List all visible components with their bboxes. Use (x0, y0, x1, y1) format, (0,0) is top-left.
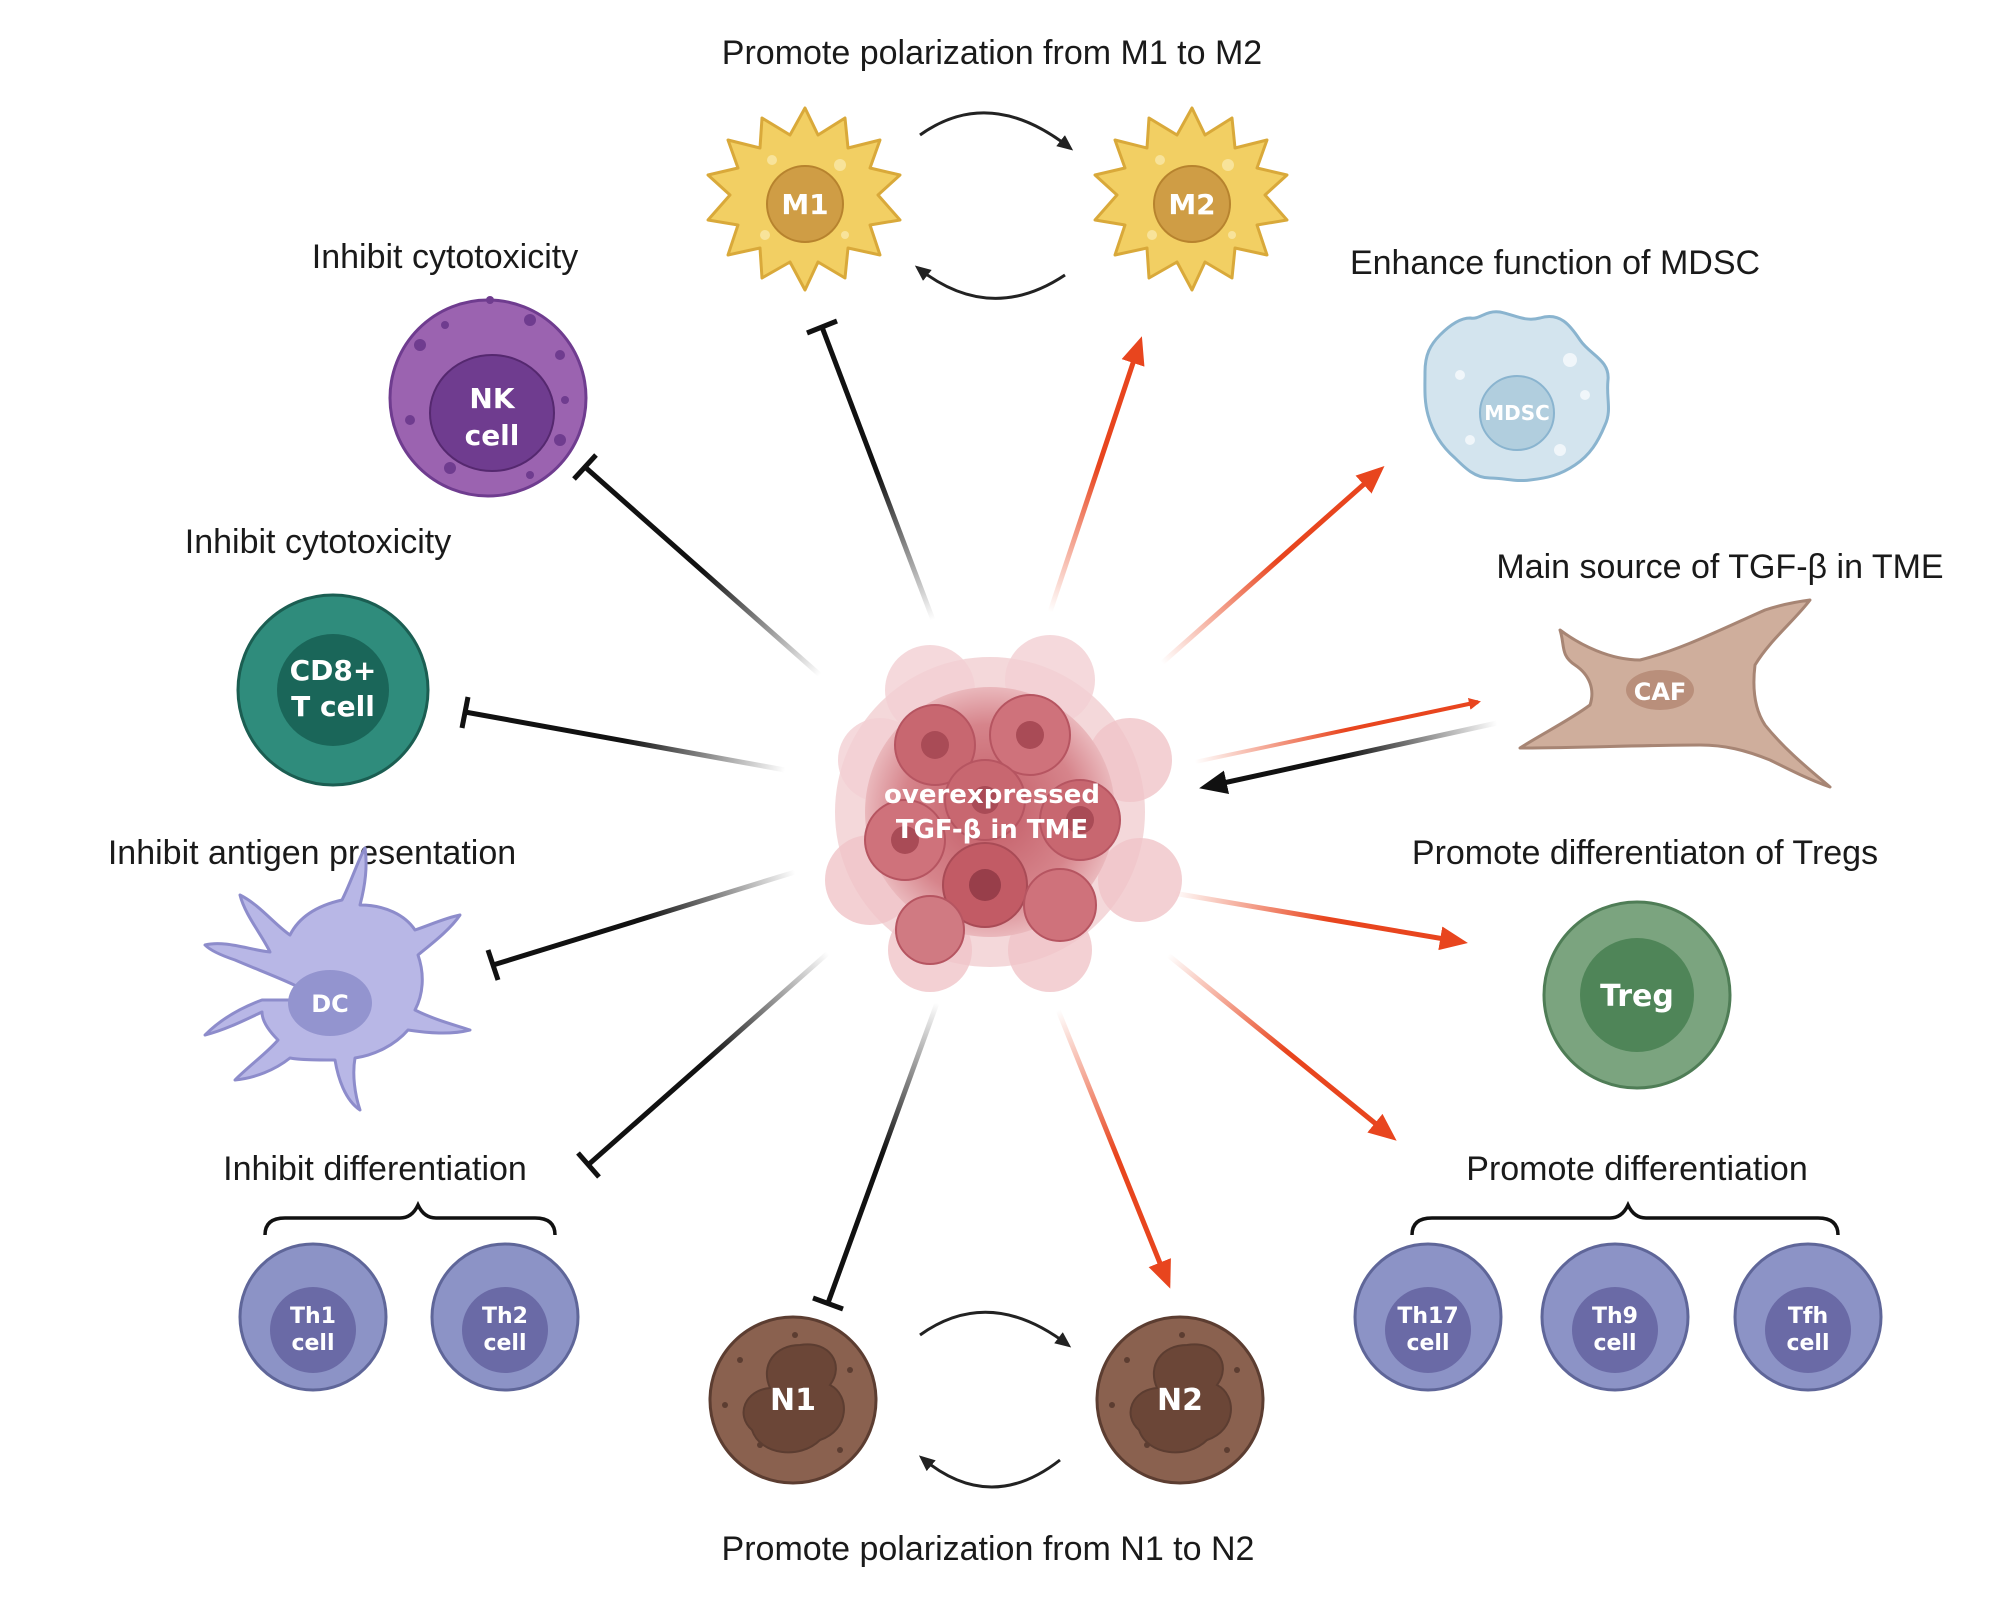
nk-cell: NK cell (388, 296, 588, 498)
n1-label: N1 (770, 1383, 816, 1418)
center-label-line2: TGF-β in TME (896, 815, 1088, 845)
label-caf-source: Main source of TGF-β in TME (1496, 548, 1943, 586)
cycle-arrow-n2-to-n1 (918, 1455, 1061, 1489)
th17-cell: Th17 cell (1353, 1242, 1503, 1392)
th1-cell: Th1 cell (238, 1242, 388, 1392)
inhibit-bar-n1 (812, 1295, 844, 1312)
cd8-label-line2: T cell (291, 690, 375, 723)
inhibit-line-cd8 (464, 709, 786, 773)
cycle-arrow-n1-to-n2 (919, 1310, 1072, 1348)
label-treg-promote: Promote differentiaton of Tregs (1412, 834, 1878, 872)
th17-label-line2: cell (1406, 1331, 1449, 1356)
promote-arrow-mdsc (1160, 466, 1385, 665)
label-dc-inhibit: Inhibit antigen presentation (108, 834, 516, 872)
neutrophil-n1: N1 (708, 1315, 878, 1485)
cd8-t-cell: CD8+ T cell (236, 593, 430, 787)
inhibit-return-arrow-caf (1199, 720, 1498, 795)
inhibit-bar-cd8 (459, 696, 471, 729)
inhibit-line-th-left (586, 951, 830, 1167)
inhibit-bar-th-left (576, 1151, 601, 1179)
mdsc-label: MDSC (1484, 401, 1550, 425)
cycle-arrow-m2-to-m1 (914, 265, 1066, 300)
inhibit-line-n1 (825, 1002, 940, 1304)
label-cd8-inhibit: Inhibit cytotoxicity (185, 523, 451, 561)
th2-cell: Th2 cell (430, 1242, 580, 1392)
center-label-line1: overexpressed (884, 780, 1100, 810)
inhibit-line-m1 (819, 326, 936, 621)
promote-arrow-m2 (1047, 336, 1145, 613)
m1-label: M1 (781, 188, 828, 221)
inhibit-line-dc (492, 869, 796, 968)
inhibit-bar-m1 (806, 318, 838, 336)
caf-cell: CAF (1518, 598, 1832, 789)
th2-label-line1: Th2 (482, 1304, 528, 1329)
treg-label: Treg (1600, 979, 1674, 1014)
tfh-label-line2: cell (1786, 1331, 1829, 1356)
th9-label-line1: Th9 (1592, 1304, 1638, 1329)
tfh-label-line1: Tfh (1788, 1304, 1828, 1329)
th1-label-line2: cell (291, 1331, 334, 1356)
caf-label: CAF (1634, 678, 1687, 706)
treg-cell: Treg (1542, 900, 1732, 1090)
brace-right (1410, 1200, 1840, 1236)
label-n1-n2-polarization: Promote polarization from N1 to N2 (722, 1530, 1255, 1568)
cd8-label-line1: CD8+ (290, 654, 377, 687)
inhibit-bar-dc (485, 949, 501, 981)
connectors (459, 318, 1498, 1312)
inhibit-line-nk (583, 465, 822, 677)
inhibit-bar-nk (572, 453, 598, 481)
dendritic-cell: DC (203, 846, 472, 1112)
th9-label-line2: cell (1593, 1331, 1636, 1356)
label-m1-m2-polarization: Promote polarization from M1 to M2 (722, 34, 1262, 72)
cycle-arrow-m1-to-m2 (919, 111, 1074, 151)
label-th-left-inhibit: Inhibit differentiation (223, 1150, 527, 1188)
th2-label-line2: cell (483, 1331, 526, 1356)
label-mdsc-enhance: Enhance function of MDSC (1350, 244, 1760, 282)
macrophage-m1: M1 (706, 106, 902, 292)
dc-label: DC (311, 990, 349, 1018)
mdsc-cell: MDSC (1423, 310, 1610, 483)
brace-left (263, 1200, 557, 1236)
promote-arrow-caf (1194, 697, 1481, 764)
promote-arrow-th-right (1166, 953, 1397, 1141)
tumor-cluster: overexpressed TGF-β in TME (825, 635, 1182, 992)
label-nk-inhibit: Inhibit cytotoxicity (312, 238, 578, 276)
th9-cell: Th9 cell (1540, 1242, 1690, 1392)
tfh-cell: Tfh cell (1733, 1242, 1883, 1392)
promote-arrow-n2 (1055, 1009, 1171, 1289)
th1-label-line1: Th1 (290, 1304, 336, 1329)
promote-arrow-treg (1172, 890, 1468, 951)
nk-label-line1: NK (469, 382, 515, 415)
label-th-right-promote: Promote differentiation (1466, 1150, 1807, 1188)
nk-label-line2: cell (465, 419, 520, 452)
n2-label: N2 (1157, 1383, 1203, 1418)
macrophage-m2: M2 (1093, 106, 1289, 292)
m2-label: M2 (1168, 188, 1215, 221)
th17-label-line1: Th17 (1397, 1304, 1458, 1329)
neutrophil-n2: N2 (1095, 1315, 1265, 1485)
